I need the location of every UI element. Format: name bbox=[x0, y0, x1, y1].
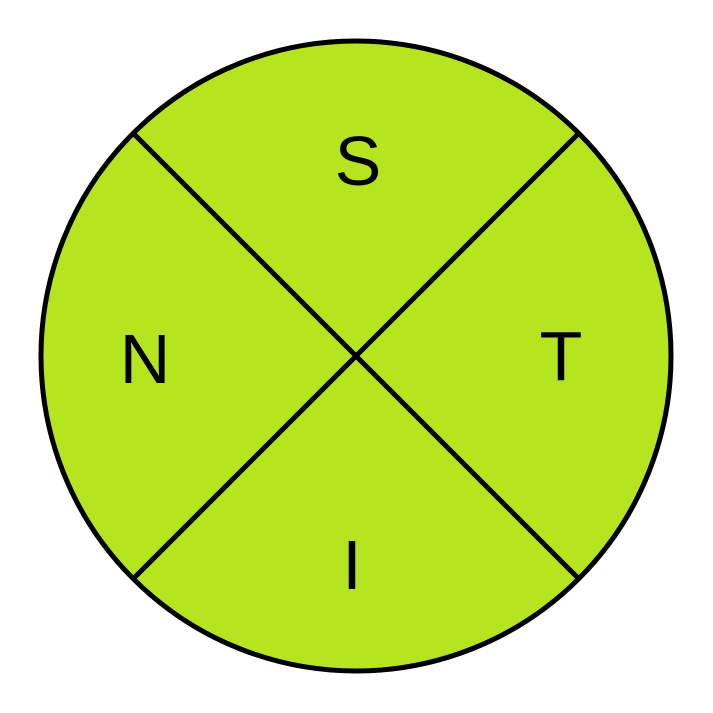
quadrant-label-top: S bbox=[335, 122, 382, 200]
quadrant-label-bottom: I bbox=[342, 526, 361, 604]
diagonal-divider-2 bbox=[131, 131, 581, 581]
quadrant-label-right: T bbox=[540, 317, 583, 395]
quadrant-label-left: N bbox=[120, 320, 171, 398]
